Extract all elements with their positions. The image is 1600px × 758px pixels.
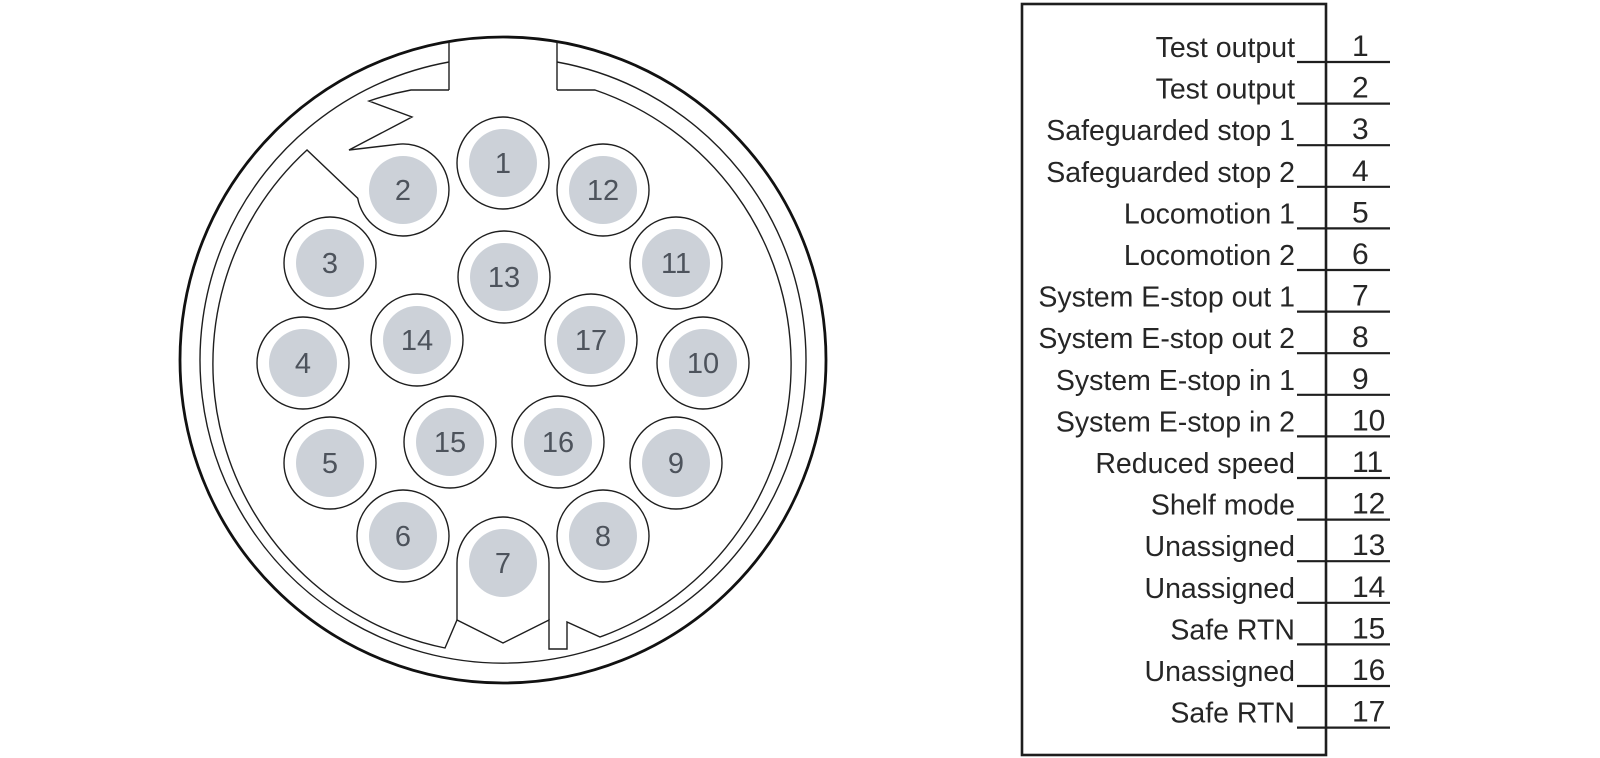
pin-disc [416, 408, 484, 476]
row-pin-number: 4 [1352, 155, 1369, 188]
pin-disc [569, 156, 637, 224]
row-pin-number: 15 [1352, 612, 1385, 645]
pin-disc [557, 306, 625, 374]
row-label: Safeguarded stop 1 [1046, 115, 1295, 147]
row-label: System E-stop out 1 [1038, 282, 1295, 314]
pin-number: 6 [395, 521, 411, 553]
pin-number: 16 [542, 427, 574, 459]
row-label: System E-stop out 2 [1038, 323, 1295, 355]
pin-number: 15 [434, 427, 466, 459]
pin-number: 1 [495, 148, 511, 180]
pin-number: 10 [687, 348, 719, 380]
row-label: Reduced speed [1095, 448, 1295, 480]
pinout-box [1020, 2, 1328, 757]
row-pin-number: 11 [1352, 446, 1383, 479]
pin-ring [403, 395, 497, 489]
row-label: Unassigned [1144, 573, 1295, 605]
row-label: Locomotion 1 [1124, 198, 1295, 230]
connector-inner-ring [199, 61, 807, 664]
pin-ring [456, 116, 550, 210]
pin-disc [369, 156, 437, 224]
row-label: Locomotion 2 [1124, 240, 1295, 272]
pin-ring [256, 316, 350, 410]
row-pin-number: 7 [1352, 280, 1369, 313]
pin-disc [469, 529, 537, 597]
pin-number: 14 [401, 325, 433, 357]
pin-ring [629, 416, 723, 510]
pin-ring [370, 293, 464, 387]
row-label: Unassigned [1144, 656, 1295, 688]
pin-disc [524, 408, 592, 476]
row-pin-number: 3 [1352, 113, 1369, 146]
pin-number: 11 [661, 248, 691, 280]
pin-disc [669, 329, 737, 397]
pin-disc [269, 329, 337, 397]
pin-ring [629, 216, 723, 310]
row-label: Safe RTN [1170, 698, 1295, 730]
pin-disc [296, 229, 364, 297]
connector-outer-ring [178, 35, 828, 685]
row-pin-number: 12 [1352, 488, 1385, 521]
row-pin-number: 5 [1352, 196, 1369, 229]
row-pin-number: 9 [1352, 363, 1369, 396]
row-label: Safeguarded stop 2 [1046, 157, 1295, 189]
row-pin-number: 13 [1352, 529, 1385, 562]
row-pin-number: 8 [1352, 321, 1369, 354]
pin-7-arch [456, 516, 550, 620]
pin-disc [296, 429, 364, 497]
pin-number: 8 [595, 521, 611, 553]
pin-ring [544, 293, 638, 387]
pin-disc [642, 429, 710, 497]
row-label: System E-stop in 1 [1056, 365, 1295, 397]
row-label: Shelf mode [1151, 490, 1295, 522]
row-pin-number: 17 [1352, 696, 1385, 729]
pin-number: 9 [668, 448, 684, 480]
row-label: Test output [1156, 74, 1296, 106]
pin-disc [469, 129, 537, 197]
pin-ring [283, 416, 377, 510]
pin-number: 4 [295, 348, 311, 380]
row-pin-number: 10 [1352, 404, 1385, 437]
row-pin-number: 6 [1352, 238, 1369, 271]
key-channel-walls [448, 42, 558, 90]
row-label: System E-stop in 2 [1056, 406, 1295, 438]
pin-ring [457, 230, 551, 324]
pin-ring [283, 216, 377, 310]
pin-number: 2 [395, 175, 411, 207]
pin-ring [511, 395, 605, 489]
pin-disc [383, 306, 451, 374]
pin-number: 13 [488, 262, 520, 294]
row-label: Safe RTN [1170, 614, 1295, 646]
row-pin-number: 2 [1352, 72, 1369, 105]
pin-ring [356, 489, 450, 583]
connector-insert-outline [212, 89, 792, 650]
pin-disc [569, 502, 637, 570]
pin-ring [556, 143, 650, 237]
pin-disc [642, 229, 710, 297]
pin-disc [369, 502, 437, 570]
pin-ring [556, 489, 650, 583]
row-label: Test output [1156, 32, 1296, 64]
row-pin-number: 1 [1352, 30, 1369, 63]
pin-number: 7 [495, 548, 511, 580]
row-pin-number: 16 [1352, 654, 1385, 687]
pin-number: 5 [322, 448, 338, 480]
pin-ring [656, 316, 750, 410]
row-label: Unassigned [1144, 531, 1295, 563]
pin-disc [470, 243, 538, 311]
row-pin-number: 14 [1352, 571, 1385, 604]
pin-number: 17 [575, 325, 607, 357]
pin-number: 3 [322, 248, 338, 280]
pin-number: 12 [587, 175, 619, 207]
